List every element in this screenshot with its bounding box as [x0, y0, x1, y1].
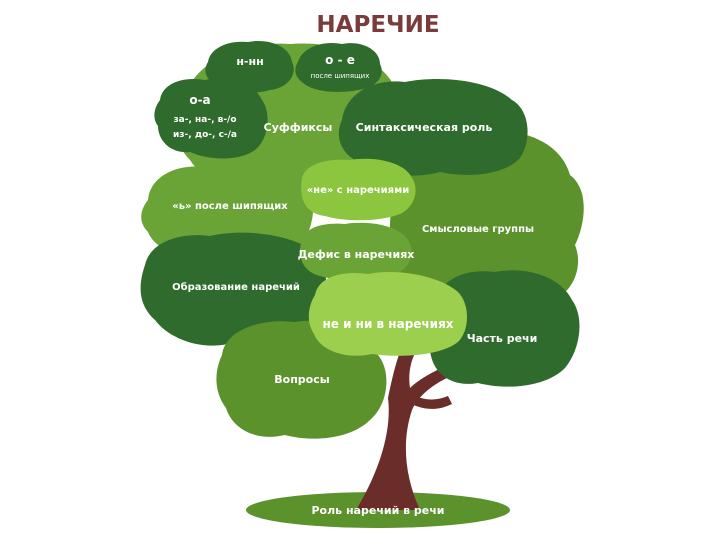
- canopy-ne-ni: [308, 272, 467, 356]
- label-hyphen: Дефис в наречиях: [298, 248, 415, 261]
- label-syntax-role: Синтаксическая роль: [356, 121, 493, 134]
- label-semantic-groups: Смысловые группы: [422, 224, 534, 235]
- label-prefixes-1: за-, на-, в-/о: [173, 115, 236, 125]
- label-o-a: о-а: [189, 93, 210, 107]
- canopy-part-of-speech: [427, 270, 580, 387]
- tree-trunk: [356, 346, 460, 510]
- label-questions: Вопросы: [274, 373, 329, 386]
- label-formation: Образование наречий: [172, 281, 300, 293]
- label-suffixes: Суффиксы: [264, 121, 333, 134]
- label-o-e: о - е: [325, 53, 355, 67]
- label-part-of-speech: Часть речи: [467, 332, 538, 345]
- label-o-e-note: после шипящих: [311, 72, 370, 80]
- label-role-in-speech: Роль наречий в речи: [312, 504, 445, 517]
- canopy-hyphen: [300, 222, 412, 281]
- label-ne-ni: не и ни в наречиях: [322, 317, 453, 331]
- canopy-semantic-groups: [389, 129, 584, 314]
- canopy-ne-with-adverbs: [301, 158, 416, 221]
- title: НАРЕЧИЕ: [316, 12, 439, 38]
- label-n-nn: н-нн: [236, 55, 263, 68]
- tree-branch: [404, 392, 452, 409]
- label-prefixes-2: из-, до-, с-/а: [173, 130, 237, 140]
- label-ne-with-adverbs: «не» с наречиями: [307, 185, 410, 196]
- canopy-syntax-role: [338, 79, 528, 176]
- label-soft-sign: «ь» после шипящих: [172, 201, 288, 212]
- canopy-formation: [140, 232, 327, 346]
- canopy-o-e: [295, 42, 382, 92]
- canopy-o-a: [154, 78, 268, 159]
